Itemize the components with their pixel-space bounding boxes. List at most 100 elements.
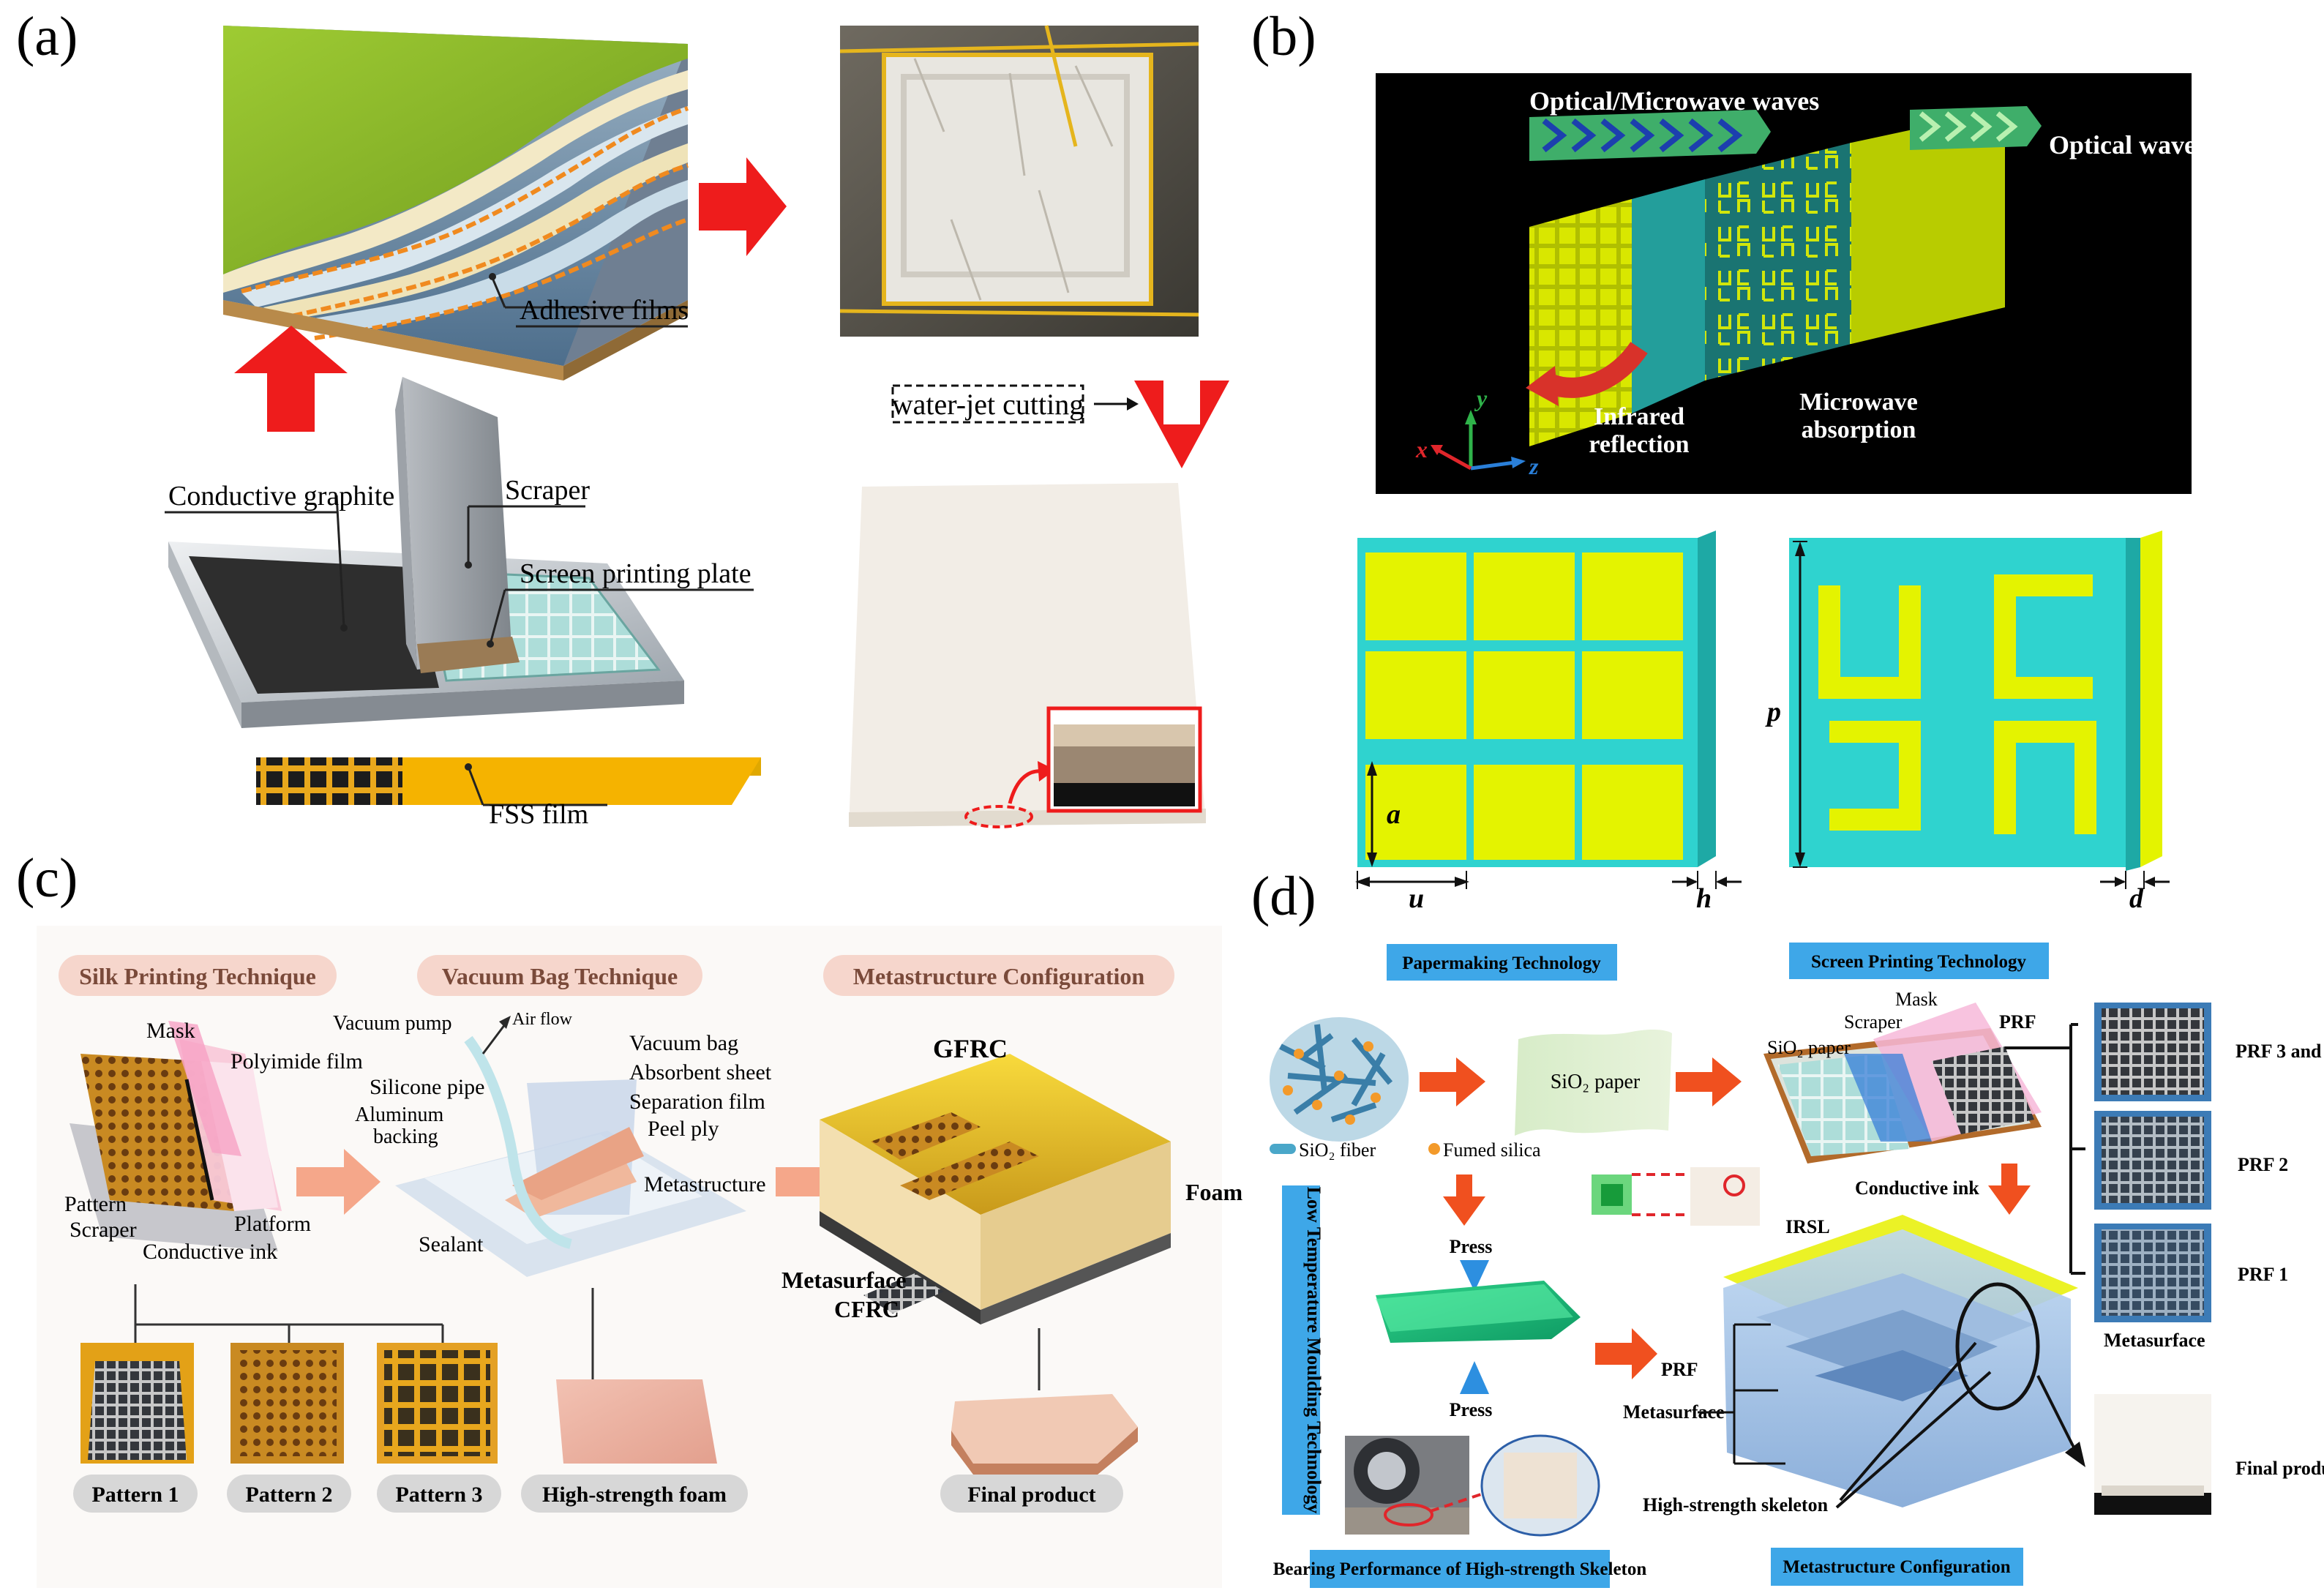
header-metastructure-configuration: Metastructure Configuration (853, 963, 1145, 989)
pill-final-product (940, 1475, 1123, 1513)
label-scraper-c: Scraper (70, 1218, 137, 1242)
label-conductive-graphite: Conductive graphite (168, 481, 394, 512)
label-prf-1: PRF 1 (2238, 1264, 2288, 1285)
arrow-right-icon (1420, 1057, 1485, 1106)
label-pattern-2: Pattern 2 (245, 1483, 332, 1507)
label-reflection: reflection (1589, 431, 1689, 458)
pattern-3-photo (377, 1343, 498, 1464)
header-pill-vacuum (417, 955, 702, 996)
final-product-photo-d (2094, 1394, 2211, 1515)
arrow-down-icon (1988, 1164, 2031, 1215)
label-prf-2: PRF 2 (2238, 1154, 2288, 1175)
label-sealant: Sealant (419, 1232, 484, 1256)
label-pattern-1: Pattern 1 (91, 1483, 179, 1507)
label-absorption: absorption (1802, 416, 1916, 443)
arrow-down-icon (1443, 1174, 1485, 1226)
label-metastructure: Metastructure (644, 1172, 766, 1196)
label-separation-film: Separation film (629, 1090, 765, 1114)
prf-1-photo (2094, 1224, 2211, 1322)
waterjet-box (891, 384, 1084, 424)
screen-printing-device (165, 377, 761, 806)
label-gfrc: GFRC (933, 1034, 1008, 1063)
square-unit-cell (1355, 531, 1742, 889)
label-air-flow: Air flow (512, 1010, 573, 1029)
sio2-fiber-cluster (1270, 1017, 1440, 1155)
adhesive-films-illustration (223, 26, 689, 381)
label-aluminum: Aluminum (355, 1104, 444, 1126)
arrow-right-icon (699, 157, 787, 256)
label-water-jet-cutting: water-jet cutting (892, 388, 1084, 421)
header-pill-meta (823, 955, 1174, 996)
label-conductive-ink-c: Conductive ink (143, 1240, 277, 1264)
label-sio2-fiber: SiO₂ fiber (1299, 1139, 1376, 1161)
prf-2-photo (2094, 1111, 2211, 1210)
pill-pattern-3 (377, 1475, 501, 1513)
label-absorbent-sheet: Absorbent sheet (629, 1060, 772, 1084)
vacuum-bag-illustration (395, 1016, 746, 1394)
label-metasurface-right: Metasurface (2104, 1330, 2205, 1351)
arrow-right-icon (1595, 1328, 1657, 1379)
irsl-inset (1592, 1167, 1760, 1226)
u-shape-unit-cell (1789, 531, 2170, 889)
label-vacuum-pump: Vacuum pump (333, 1012, 452, 1035)
label-fumed-silica: Fumed silica (1443, 1139, 1541, 1161)
header-screen-printing: Screen Printing Technology (1811, 952, 2027, 972)
header-bearing: Bearing Performance of High-strength Ske… (1273, 1559, 1647, 1579)
label-sio2-paper-d: SiO₂ paper (1767, 1037, 1851, 1058)
metastructure-block (820, 1054, 1171, 1390)
metastructure-block-d (1723, 1215, 2085, 1509)
label-scraper-d: Scraper (1844, 1011, 1903, 1033)
axis-label-z: z (1529, 453, 1539, 479)
bearing-test-photo (1345, 1434, 1600, 1537)
label-prf-d: PRF (1661, 1359, 1698, 1380)
label-peel-ply: Peel ply (648, 1117, 719, 1141)
label-platform: Platform (234, 1212, 311, 1236)
label-conductive-ink-d: Conductive ink (1855, 1177, 1979, 1199)
panel-label-a: (a) (16, 6, 78, 67)
label-microwave: Microwave (1799, 389, 1918, 416)
header-papermaking-box (1387, 944, 1617, 981)
arrow-up-icon (234, 326, 348, 432)
axis-label-y: y (1474, 385, 1488, 411)
label-infrared: Infrared (1594, 403, 1684, 430)
pill-high-strength-foam (521, 1475, 748, 1513)
label-press-bottom: Press (1450, 1399, 1493, 1420)
label-scraper: Scraper (505, 475, 590, 506)
label-fss-film: FSS film (489, 799, 588, 830)
label-backing: backing (373, 1125, 438, 1148)
label-pattern: Pattern (64, 1192, 127, 1216)
arrow-right-icon (1676, 1057, 1742, 1106)
prf-3-4-photo (2094, 1003, 2211, 1101)
label-polyimide-film: Polyimide film (230, 1049, 363, 1074)
dim-label-p: p (1765, 697, 1781, 727)
label-foam: Foam (1185, 1179, 1243, 1205)
header-moulding: Low Temperature Moulding Technology (1303, 1187, 1324, 1514)
label-cfrc: CFRC (834, 1296, 899, 1322)
label-prf: PRF (1999, 1011, 2036, 1033)
label-adhesive-films: Adhesive films (520, 295, 689, 326)
press-illustration (1376, 1260, 1581, 1394)
screen-printing-device-d (1763, 1003, 2042, 1164)
high-strength-foam-photo (556, 1379, 717, 1464)
cut-panel-photo (849, 483, 1206, 828)
label-irsl: IRSL (1785, 1216, 1830, 1237)
label-prf-3-4: PRF 3 and 4 (2235, 1041, 2324, 1062)
header-moulding-box (1282, 1185, 1320, 1515)
header-meta-config-box (1771, 1548, 2023, 1586)
dim-label-a: a (1387, 799, 1401, 830)
dim-label-d: d (2129, 883, 2144, 914)
label-final-product-d: Final product (2235, 1458, 2324, 1479)
arrow-down-icon (1134, 381, 1229, 468)
header-silk-printing: Silk Printing Technique (79, 963, 316, 989)
header-metastructure-d: Metastructure Configuration (1783, 1557, 2010, 1577)
optical-microwave-schematic (1376, 73, 2192, 494)
dim-label-u: u (1409, 883, 1424, 914)
dim-label-h: h (1696, 883, 1712, 914)
label-high-strength-foam: High-strength foam (542, 1483, 727, 1507)
axis-label-x: x (1415, 436, 1428, 462)
label-press-top: Press (1450, 1236, 1493, 1257)
label-final-product-c: Final product (967, 1483, 1095, 1507)
header-bearing-box (1310, 1550, 1610, 1588)
header-papermaking: Papermaking Technology (1402, 954, 1601, 973)
